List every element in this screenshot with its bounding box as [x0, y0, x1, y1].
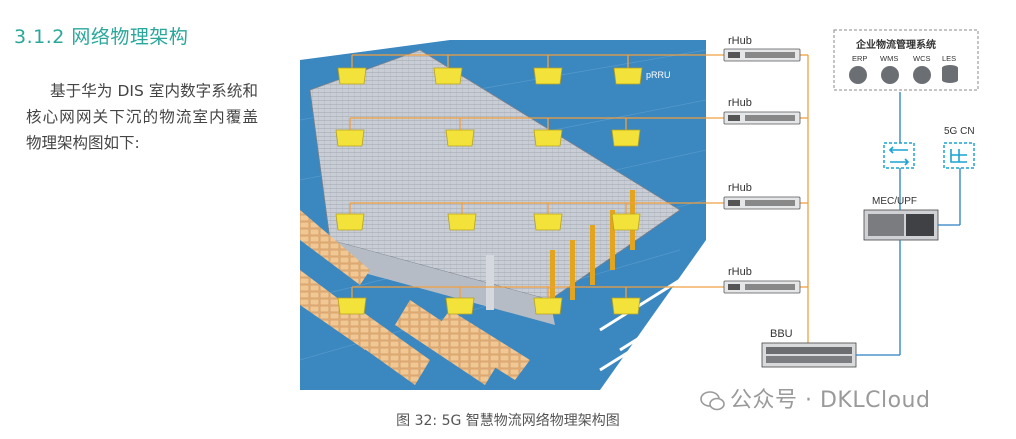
fiber-links [349, 54, 809, 345]
body-paragraph: 基于华为 DIS 室内数字系统和核心网网关下沉的物流室内覆盖物理架构图如下: [26, 82, 258, 152]
mec-upf-server [863, 209, 939, 241]
rhub-label-3: rHub [728, 182, 752, 194]
bbu-device [761, 342, 857, 368]
bbu-label: BBU [770, 328, 793, 340]
mgmt-item-les: LES [942, 54, 957, 63]
figure-caption: 图 32: 5G 智慧物流网络物理架构图 [396, 413, 620, 429]
wechat-icon [700, 390, 726, 412]
mgmt-title: 企业物流管理系统 [856, 40, 936, 51]
cn-label: 5G CN [944, 126, 975, 137]
mgmt-item-wms: WMS [880, 54, 899, 63]
backhaul-links [856, 92, 961, 356]
prru-label: pRRU [646, 70, 671, 80]
rhub-label-1: rHub [728, 35, 752, 47]
rhub-label-4: rHub [728, 266, 752, 278]
warehouse-illustration [300, 40, 706, 390]
core-network-icon [943, 142, 975, 169]
mec-upf-label: MEC/UPF [872, 196, 917, 207]
watermark-text: 公众号 · DKLCloud [730, 388, 931, 413]
prru-units [335, 67, 643, 315]
switch-icon [883, 142, 915, 169]
mgmt-item-erp: ERP [852, 54, 868, 63]
mgmt-icons [849, 65, 958, 84]
mgmt-item-wcs: WCS [913, 54, 931, 63]
watermark: 公众号 · DKLCloud [700, 382, 930, 414]
rhub-label-2: rHub [728, 97, 752, 109]
section-title: 3.1.2 网络物理架构 [14, 26, 189, 48]
rhub-devices [723, 48, 801, 294]
